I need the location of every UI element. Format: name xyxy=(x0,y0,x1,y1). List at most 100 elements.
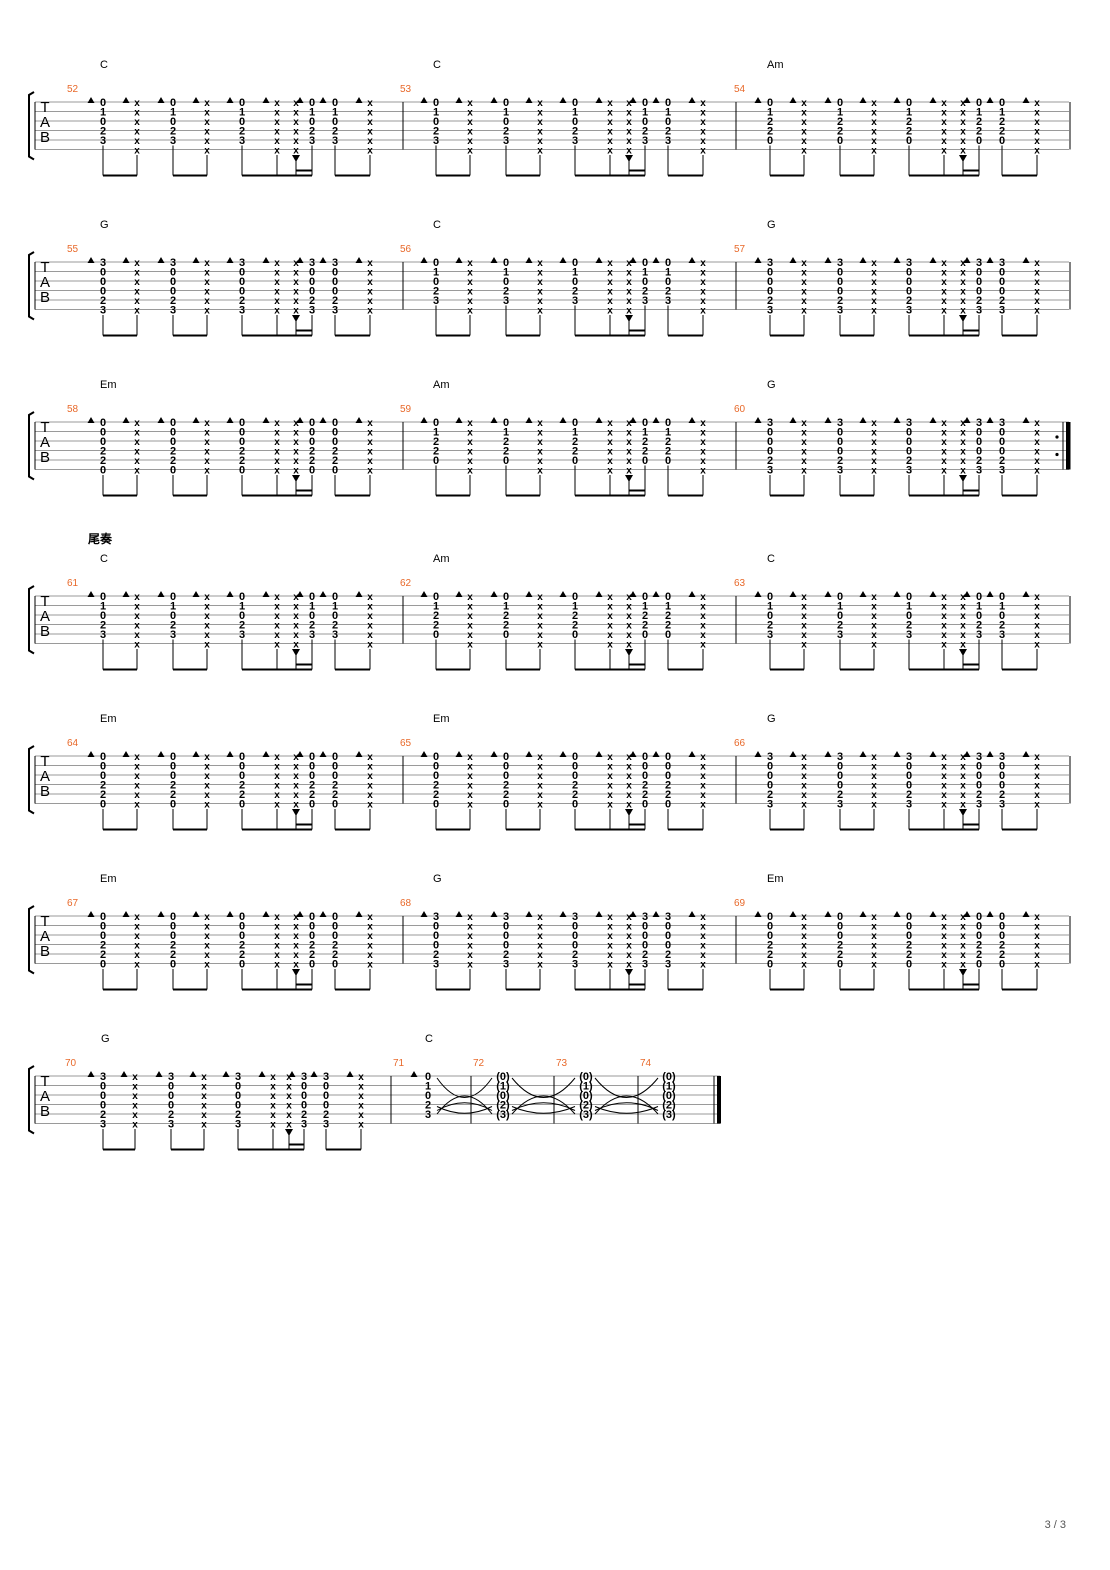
fret-number: (0) xyxy=(579,1090,593,1102)
chord-name: C xyxy=(425,1033,433,1045)
mute-mark: x xyxy=(607,781,613,792)
mute-mark: x xyxy=(941,640,947,651)
fret-number: 1 xyxy=(572,107,578,119)
mute-mark: x xyxy=(1034,912,1040,923)
mute-mark: x xyxy=(960,640,966,651)
mute-mark: x xyxy=(204,428,210,439)
mute-mark: x xyxy=(467,611,473,622)
fret-number: 1 xyxy=(976,107,982,119)
upstroke-arrow xyxy=(986,751,994,757)
tie-curve xyxy=(436,1106,493,1114)
fret-number: 0 xyxy=(503,930,509,942)
tab-clef-letter: B xyxy=(40,1103,50,1120)
upstroke-arrow xyxy=(929,911,937,917)
fret-number: 2 xyxy=(999,126,1005,138)
fret-number: 2 xyxy=(100,295,106,307)
mute-mark: x xyxy=(960,108,966,119)
fret-number: 3 xyxy=(239,629,245,641)
upstroke-arrow xyxy=(192,911,200,917)
fret-number: 0 xyxy=(309,267,315,279)
mute-mark: x xyxy=(286,1082,292,1093)
mute-mark: x xyxy=(467,790,473,801)
mute-mark: x xyxy=(941,306,947,317)
fret-number: 2 xyxy=(100,620,106,632)
fret-number: 2 xyxy=(239,940,245,952)
mute-mark: x xyxy=(626,592,632,603)
mute-mark: x xyxy=(467,108,473,119)
mute-mark: x xyxy=(467,456,473,467)
fret-number: 2 xyxy=(170,789,176,801)
mute-mark: x xyxy=(293,117,299,128)
mute-mark: x xyxy=(274,592,280,603)
fret-number: 3 xyxy=(309,305,315,317)
fret-number: (3) xyxy=(579,1109,593,1121)
mute-mark: x xyxy=(960,296,966,307)
fret-number: 0 xyxy=(100,751,106,763)
fret-number: 0 xyxy=(767,276,773,288)
mute-mark: x xyxy=(700,108,706,119)
fret-number: 0 xyxy=(170,417,176,429)
measure-number: 65 xyxy=(400,738,412,749)
fret-number: (1) xyxy=(496,1081,510,1093)
mute-mark: x xyxy=(134,950,140,961)
fret-number: 2 xyxy=(767,116,773,128)
mute-mark: x xyxy=(537,790,543,801)
fret-number: 1 xyxy=(767,601,773,613)
mute-mark: x xyxy=(871,950,877,961)
mute-mark: x xyxy=(201,1072,207,1083)
mute-mark: x xyxy=(204,611,210,622)
mute-mark: x xyxy=(801,931,807,942)
measure-number: 55 xyxy=(67,244,79,255)
fret-number: 2 xyxy=(767,940,773,952)
mute-mark: x xyxy=(941,630,947,641)
mute-mark: x xyxy=(607,268,613,279)
mute-mark: x xyxy=(134,136,140,147)
mute-mark: x xyxy=(134,258,140,269)
mute-mark: x xyxy=(941,611,947,622)
mute-mark: x xyxy=(293,640,299,651)
mute-mark: x xyxy=(626,258,632,269)
mute-mark: x xyxy=(1034,437,1040,448)
fret-number: 3 xyxy=(572,135,578,147)
mute-mark: x xyxy=(201,1101,207,1112)
fret-number: 0 xyxy=(100,286,106,298)
mute-mark: x xyxy=(801,941,807,952)
mute-mark: x xyxy=(700,447,706,458)
upstroke-arrow xyxy=(595,911,603,917)
fret-number: 0 xyxy=(999,446,1005,458)
mute-mark: x xyxy=(941,127,947,138)
fret-number: 0 xyxy=(999,276,1005,288)
mute-mark: x xyxy=(871,640,877,651)
mute-mark: x xyxy=(700,771,706,782)
fret-number: 0 xyxy=(239,286,245,298)
mute-mark: x xyxy=(467,781,473,792)
mute-mark: x xyxy=(700,611,706,622)
tie-curve xyxy=(511,1077,576,1098)
upstroke-arrow xyxy=(157,591,165,597)
fret-number: 3 xyxy=(976,305,982,317)
mute-mark: x xyxy=(607,931,613,942)
mute-mark: x xyxy=(134,800,140,811)
fret-number: 3 xyxy=(100,1071,106,1083)
mute-mark: x xyxy=(358,1120,364,1131)
fret-number: 2 xyxy=(332,789,338,801)
chord-name: C xyxy=(433,219,441,231)
upstroke-arrow xyxy=(296,417,304,423)
mute-mark: x xyxy=(467,752,473,763)
fret-number: 0 xyxy=(301,1100,307,1112)
fret-number: 0 xyxy=(433,97,439,109)
fret-number: 0 xyxy=(433,455,439,467)
mute-mark: x xyxy=(467,771,473,782)
mute-mark: x xyxy=(358,1082,364,1093)
fret-number: 0 xyxy=(239,417,245,429)
fret-number: 0 xyxy=(906,921,912,933)
mute-mark: x xyxy=(537,456,543,467)
mute-mark: x xyxy=(201,1120,207,1131)
mute-mark: x xyxy=(274,98,280,109)
mute-mark: x xyxy=(801,127,807,138)
fret-number: 3 xyxy=(503,959,509,971)
fret-number: 3 xyxy=(100,1119,106,1131)
fret-number: 3 xyxy=(665,295,671,307)
fret-number: 2 xyxy=(332,455,338,467)
fret-number: 3 xyxy=(837,257,843,269)
